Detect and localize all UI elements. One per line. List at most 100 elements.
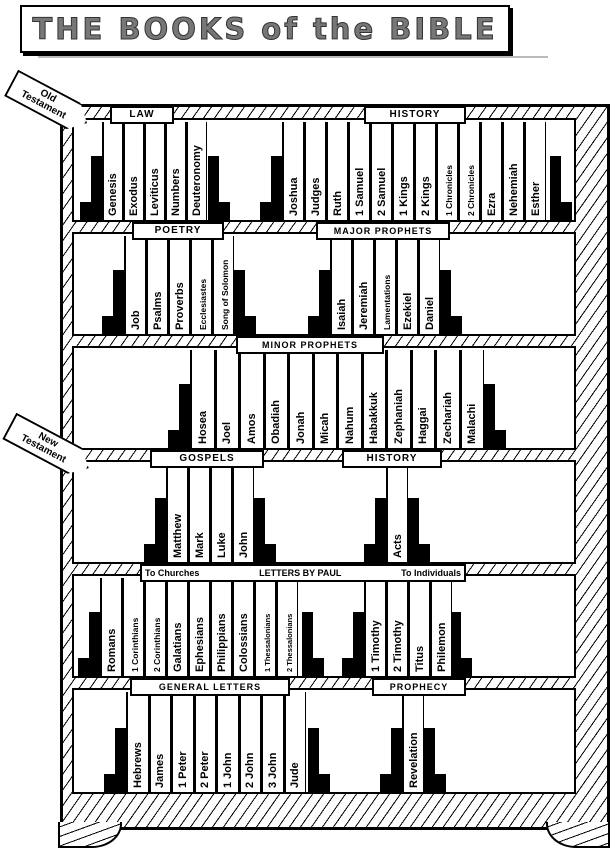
bookend (168, 384, 190, 448)
book-spine: Nahum (337, 350, 362, 448)
book-spine: Genesis (102, 122, 123, 220)
book-title: Ezra (485, 192, 498, 216)
book-spine: Ecclesiastes (190, 236, 212, 334)
book-title: 2 Kings (419, 176, 432, 216)
label-to-individuals: To Individuals (401, 568, 461, 578)
book-spine: 2 Kings (414, 122, 436, 220)
book-spine: Lamentations (374, 236, 396, 334)
book-spine: Isaiah (330, 236, 352, 334)
book-spine: 2 Peter (193, 692, 216, 792)
book-spine: 2 Samuel (370, 122, 392, 220)
book-spine: Esther (524, 122, 546, 220)
book-title: Philemon (435, 622, 448, 672)
book-title: Zechariah (441, 392, 454, 444)
book-spine: 2 Thessalonians (276, 578, 298, 676)
bookend (440, 270, 462, 334)
old-testament-label: Old Testament (19, 87, 68, 122)
book-title: 2 Corinthians (151, 617, 162, 672)
bookend (208, 156, 230, 220)
book-title: Nehemiah (507, 163, 520, 216)
book-spine: Joshua (282, 122, 304, 220)
book-title: 2 Peter (199, 751, 212, 788)
book-title: Song of Solomon (219, 259, 230, 330)
book-title: Zephaniah (392, 388, 405, 444)
book-spine: Romans (100, 578, 122, 676)
book-spine: 2 Timothy (386, 578, 408, 676)
book-title: Judges (309, 177, 322, 216)
bookend (144, 498, 166, 562)
bookend (408, 498, 430, 562)
bookend (484, 384, 506, 448)
book-spine: Leviticus (144, 122, 165, 220)
book-title: 1 Thessalonians (262, 613, 272, 672)
book-title: 1 Kings (397, 176, 410, 216)
book-title: Isaiah (335, 298, 348, 330)
book-title: Numbers (170, 168, 182, 216)
book-spine: Luke (210, 464, 232, 562)
book-title: Hebrews (131, 742, 144, 788)
label-to-churches: To Churches (145, 568, 200, 578)
book-title: Psalms (151, 291, 164, 330)
bookend (424, 728, 446, 792)
book-spine: Judges (304, 122, 326, 220)
book-spine: 1 Peter (171, 692, 194, 792)
book-spine: Ephesians (188, 578, 210, 676)
book-title: Obadiah (270, 399, 283, 444)
book-title: Titus (413, 645, 426, 672)
book-title: Ruth (331, 190, 344, 216)
book-spine: Obadiah (263, 350, 288, 448)
book-spine: Hebrews (126, 692, 149, 792)
book-title: 2 Thessalonians (284, 613, 294, 672)
book-title: Jeremiah (357, 281, 370, 330)
title-banner: THE BOOKS of the BIBLE (20, 5, 510, 53)
bookend (80, 156, 102, 220)
book-spine: 1 Chronicles (436, 122, 458, 220)
book-spine: 3 John (261, 692, 284, 792)
book-title: John (237, 531, 250, 558)
book-title: Jonah (294, 411, 307, 444)
book-title: Colossians (237, 613, 250, 672)
book-spine: 1 Samuel (348, 122, 370, 220)
book-spine: 1 Thessalonians (254, 578, 276, 676)
book-spine: Joel (214, 350, 239, 448)
book-title: Malachi (466, 403, 479, 444)
shelf-label-nt-history: HISTORY (342, 450, 442, 468)
book-spine: Deuteronomy (186, 122, 207, 220)
book-spine: Malachi (459, 350, 484, 448)
book-title: Habakkuk (368, 392, 381, 444)
book-spine: Colossians (232, 578, 254, 676)
book-spine: Job (124, 236, 146, 334)
shelf-label-gospels: GOSPELS (150, 450, 264, 468)
bookcase-foot-right (546, 822, 610, 848)
book-title: 1 Samuel (353, 167, 366, 216)
book-spine: Haggai (410, 350, 435, 448)
bookend (234, 270, 256, 334)
bookend (302, 612, 324, 676)
book-spine: Ruth (326, 122, 348, 220)
book-spine: Nehemiah (502, 122, 524, 220)
book-spine: 2 John (238, 692, 261, 792)
shelf-label-minor-prophets: MINOR PROPHETS (236, 336, 384, 354)
book-title: Leviticus (149, 168, 161, 216)
book-spine: Philippians (210, 578, 232, 676)
bookend (254, 498, 276, 562)
book-spine: Zephaniah (386, 350, 411, 448)
book-spine: 1 Kings (392, 122, 414, 220)
book-spine: Proverbs (168, 236, 190, 334)
shelf-label-law: LAW (110, 106, 174, 124)
book-title: Haggai (417, 407, 430, 444)
book-title: James (154, 753, 167, 788)
book-spine: Philemon (430, 578, 452, 676)
book-spine: Revelation (402, 692, 424, 792)
page-title: THE BOOKS of the BIBLE (32, 12, 498, 47)
book-title: Romans (105, 628, 118, 672)
book-spine: 1 John (216, 692, 239, 792)
shelf-label-prophecy: PROPHECY (372, 678, 466, 696)
bookend (78, 612, 100, 676)
bookend (260, 156, 282, 220)
bookend (308, 270, 330, 334)
book-title: Proverbs (173, 282, 186, 330)
